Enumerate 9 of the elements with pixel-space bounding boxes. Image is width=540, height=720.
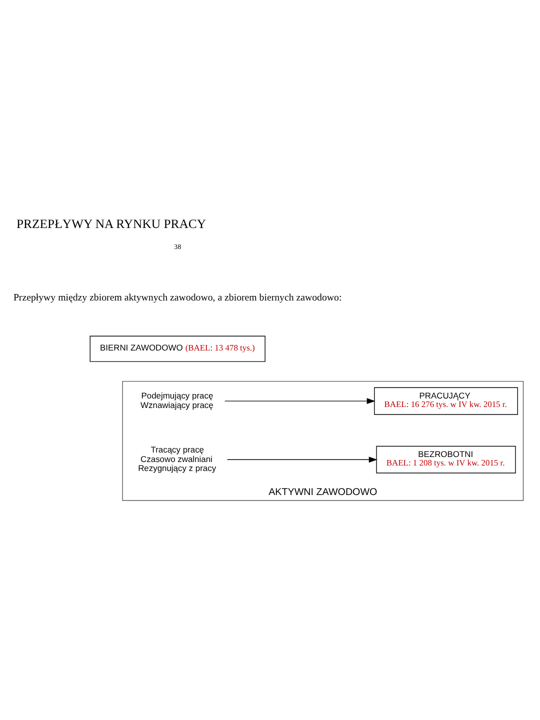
arrow — [224, 398, 376, 404]
arrow — [226, 456, 378, 462]
node-box: PRACUJĄCY BAEL: 16 276 tys. w IV kw. 2015 r. — [374, 386, 518, 414]
node-text: Tracący pracę Czasowo zwalniani Rezygnujący z pracy — [138, 444, 216, 472]
node-box: BEZROBOTNI BAEL: 1 208 tys. w IV kw. 2015 r. — [376, 445, 516, 473]
label: Przepływy między zbiorem aktywnych zawodowo, a zbiorem biernych zawodowo: — [13, 292, 342, 304]
node-text: Podejmujący pracę Wznawiający pracę — [140, 390, 214, 410]
diagram-title: PRZEPŁYWY NA RYNKU PRACY — [16, 216, 206, 230]
node-box: BIERNI ZAWODOWO (BAEL: 13 478 tys.) — [90, 335, 266, 362]
